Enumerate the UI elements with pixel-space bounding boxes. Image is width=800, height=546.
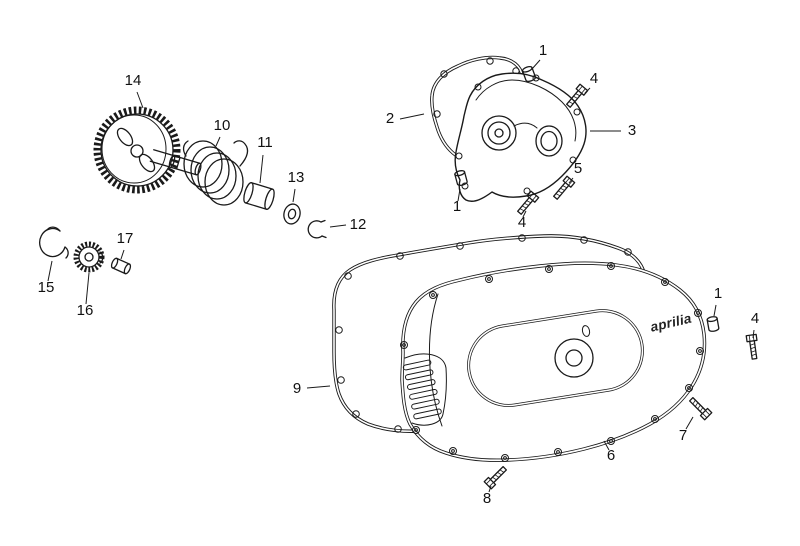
spacer-bushing-drawing — [243, 182, 275, 210]
callout-leader-15 — [47, 260, 53, 282]
callout-leader-11 — [259, 154, 264, 184]
callout-leader-4 — [522, 210, 527, 218]
bolt-drawing-4-mid — [517, 190, 540, 215]
callout-label-10: 10 — [214, 117, 231, 134]
callout-label-1: 1 — [714, 285, 722, 302]
callout-leader-7 — [685, 416, 694, 430]
callout-label-11: 11 — [257, 134, 273, 151]
callout-leader-13 — [292, 188, 296, 203]
callout-label-2: 2 — [386, 110, 394, 127]
callout-label-13: 13 — [288, 169, 305, 186]
callout-label-7: 7 — [679, 427, 687, 444]
callout-leader-16 — [85, 272, 90, 305]
circlip-drawing — [39, 226, 69, 259]
transmission-cover-drawing: aprilia — [400, 261, 707, 462]
kickstart-gear-drawing — [93, 106, 202, 194]
callout-leader-5 — [568, 177, 574, 184]
callout-label-8: 8 — [483, 490, 491, 507]
callout-label-1: 1 — [453, 198, 461, 215]
callout-leader-8 — [488, 485, 492, 493]
callout-leader-1 — [531, 59, 541, 70]
callout-label-14: 14 — [125, 72, 142, 89]
callout-leader-2 — [399, 113, 425, 120]
callout-label-17: 17 — [117, 230, 134, 247]
c-clip-drawing — [307, 219, 327, 239]
callout-label-15: 15 — [38, 279, 55, 296]
callout-leader-14 — [136, 91, 144, 109]
callout-label-3: 3 — [628, 122, 636, 139]
return-spring-drawing — [182, 140, 249, 206]
bolt-drawing-8 — [483, 465, 508, 490]
vent-ribs-drawing — [402, 359, 442, 420]
callout-label-4: 4 — [518, 214, 526, 231]
callout-label-4: 4 — [590, 70, 598, 87]
callout-leader-4 — [752, 329, 755, 339]
washer-drawing — [283, 203, 301, 225]
pin-drawing — [110, 257, 132, 275]
callout-label-6: 6 — [607, 447, 615, 464]
callout-leader-10 — [215, 136, 221, 147]
callout-label-1: 1 — [539, 42, 547, 59]
callout-label-16: 16 — [77, 302, 94, 319]
bolt-drawing-5 — [553, 175, 576, 200]
callout-label-12: 12 — [350, 216, 367, 233]
bolt-drawing-4-top — [566, 83, 589, 108]
callout-label-4: 4 — [751, 310, 759, 327]
callout-leader-17 — [120, 249, 125, 260]
callout-leader-4 — [584, 87, 591, 94]
callout-label-5: 5 — [574, 160, 582, 177]
bolt-drawing-7 — [688, 396, 713, 421]
callout-leader-9 — [306, 385, 331, 389]
plug-drawing-mid — [454, 170, 468, 186]
callout-leader-1 — [713, 304, 717, 317]
crankcase-cover-drawing — [454, 72, 587, 202]
starter-pinion-drawing — [73, 241, 105, 273]
cover-recess-drawing — [467, 309, 644, 408]
callout-leader-6 — [603, 440, 610, 451]
plug-drawing-right — [706, 316, 720, 332]
plug-drawing-top — [521, 65, 537, 82]
bolt-drawing-4-right — [745, 333, 758, 360]
callout-label-9: 9 — [293, 380, 301, 397]
callout-leader-12 — [329, 224, 347, 228]
callout-leader-1 — [457, 188, 461, 202]
